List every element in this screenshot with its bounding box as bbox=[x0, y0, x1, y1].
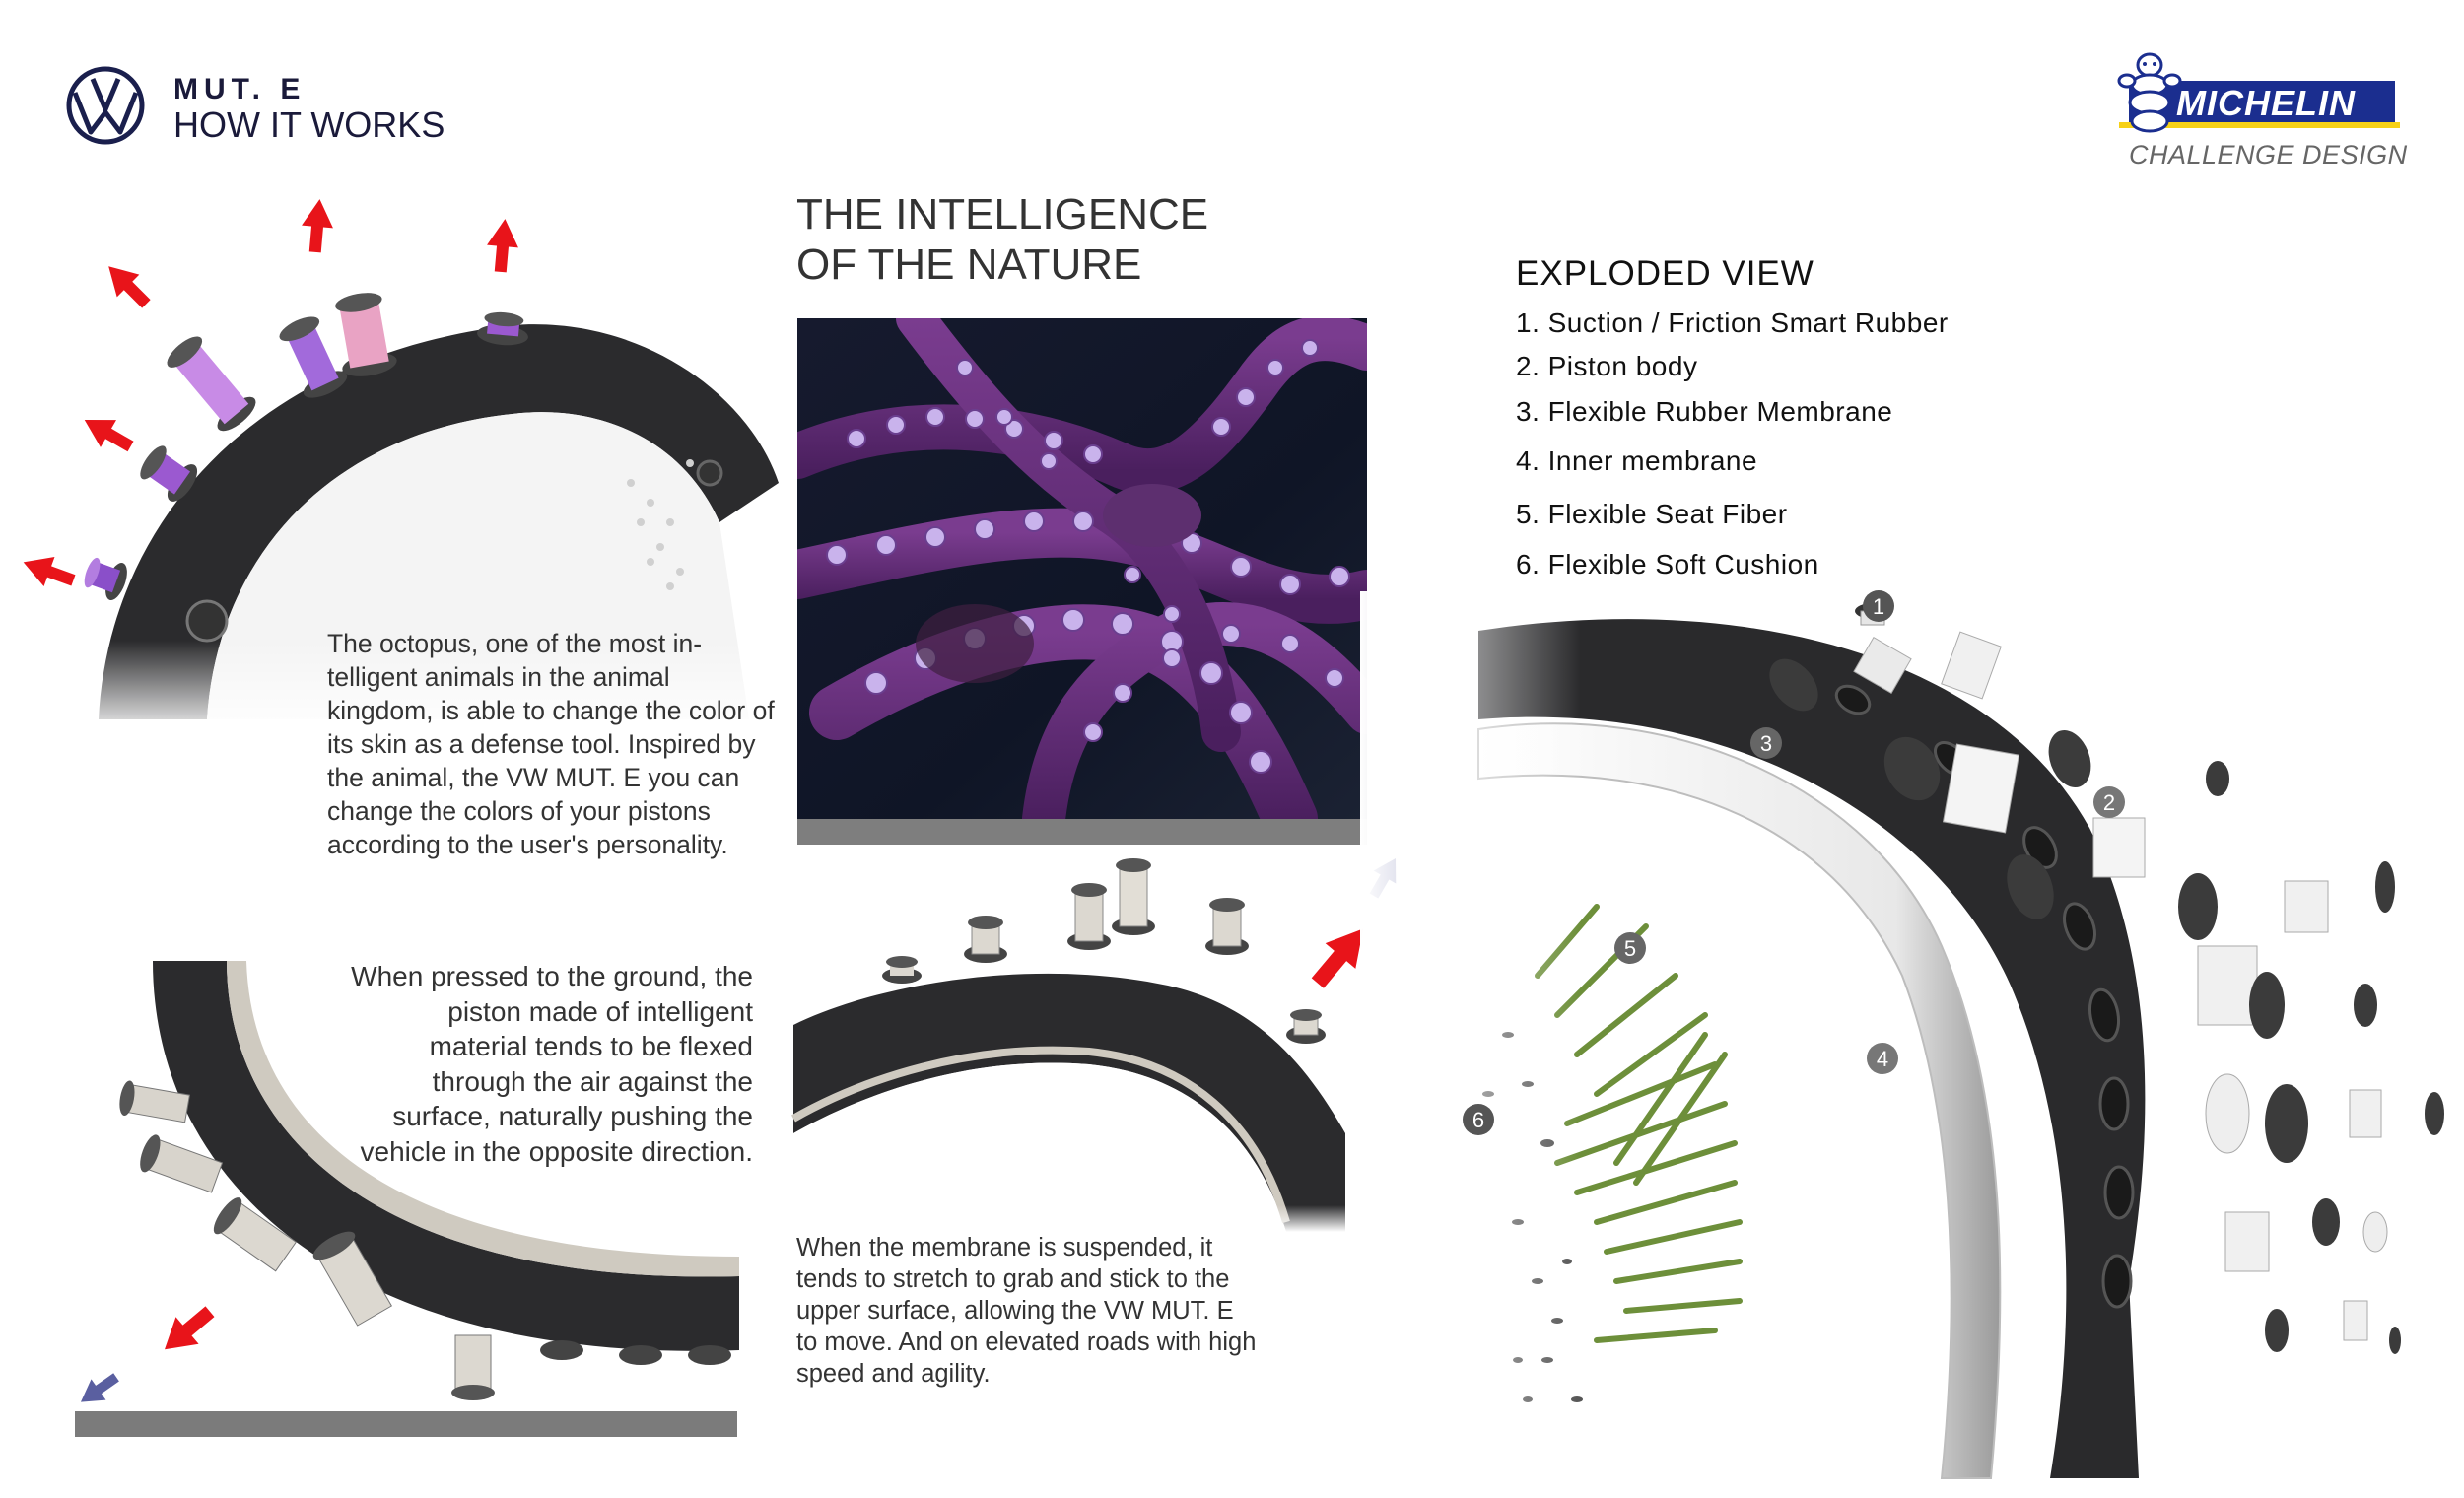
michelin-stripe bbox=[2119, 122, 2400, 128]
marker-3: 3 bbox=[1750, 727, 1782, 759]
exploded-item-1: 1. Suction / Friction Smart Rubber bbox=[1516, 307, 1949, 338]
model-name: MUT. E bbox=[173, 73, 307, 105]
exploded-view-title: EXPLODED VIEW bbox=[1516, 254, 1814, 293]
page-subtitle: HOW IT WORKS bbox=[173, 104, 445, 145]
marker-1: 1 bbox=[1863, 590, 1894, 622]
membrane-paragraph: When the membrane is suspended, it tends… bbox=[796, 1234, 1257, 1388]
marker-6: 6 bbox=[1463, 1104, 1494, 1135]
michelin-logo-box bbox=[2129, 81, 2395, 126]
svg-text:2: 2 bbox=[2103, 790, 2115, 815]
marker-4: 4 bbox=[1867, 1043, 1898, 1074]
svg-text:5: 5 bbox=[1624, 936, 1636, 961]
svg-text:1: 1 bbox=[1873, 594, 1884, 619]
tire-colored-pistons-illustration bbox=[0, 199, 788, 739]
ground-surface bbox=[75, 1411, 737, 1437]
exploded-item-5: 5. Flexible Seat Fiber bbox=[1516, 499, 1788, 529]
tire-ground-contact-illustration bbox=[80, 961, 739, 1402]
exploded-tire-illustration: 1 2 3 4 5 6 bbox=[1360, 590, 2464, 1479]
tire-suspended-illustration bbox=[791, 857, 1404, 1232]
exploded-item-2: 2. Piston body bbox=[1516, 351, 1698, 381]
michelin-wordmark: MICHELIN bbox=[2176, 83, 2356, 123]
svg-text:6: 6 bbox=[1472, 1108, 1484, 1132]
photo-base-bar bbox=[797, 819, 1367, 845]
marker-5: 5 bbox=[1614, 932, 1646, 964]
exploded-item-3: 3. Flexible Rubber Membrane bbox=[1516, 396, 1893, 427]
vw-logo-icon bbox=[66, 66, 145, 145]
svg-text:3: 3 bbox=[1760, 731, 1772, 756]
partner-caption: CHALLENGE DESIGN bbox=[2129, 140, 2408, 170]
octopus-photo bbox=[797, 318, 1367, 819]
exploded-item-6: 6. Flexible Soft Cushion bbox=[1516, 549, 1819, 579]
exploded-item-4: 4. Inner membrane bbox=[1516, 445, 1758, 476]
nature-title-line2: OF THE NATURE bbox=[796, 240, 1142, 289]
nature-title-line1: THE INTELLIGENCE bbox=[796, 190, 1209, 238]
pressed-paragraph: When pressed to the ground, the piston m… bbox=[351, 961, 753, 1167]
octopus-paragraph: The octopus, one of the most in-telligen… bbox=[327, 629, 775, 859]
svg-text:4: 4 bbox=[1877, 1047, 1888, 1071]
marker-2: 2 bbox=[2093, 786, 2125, 818]
michelin-man-icon bbox=[2117, 52, 2182, 133]
